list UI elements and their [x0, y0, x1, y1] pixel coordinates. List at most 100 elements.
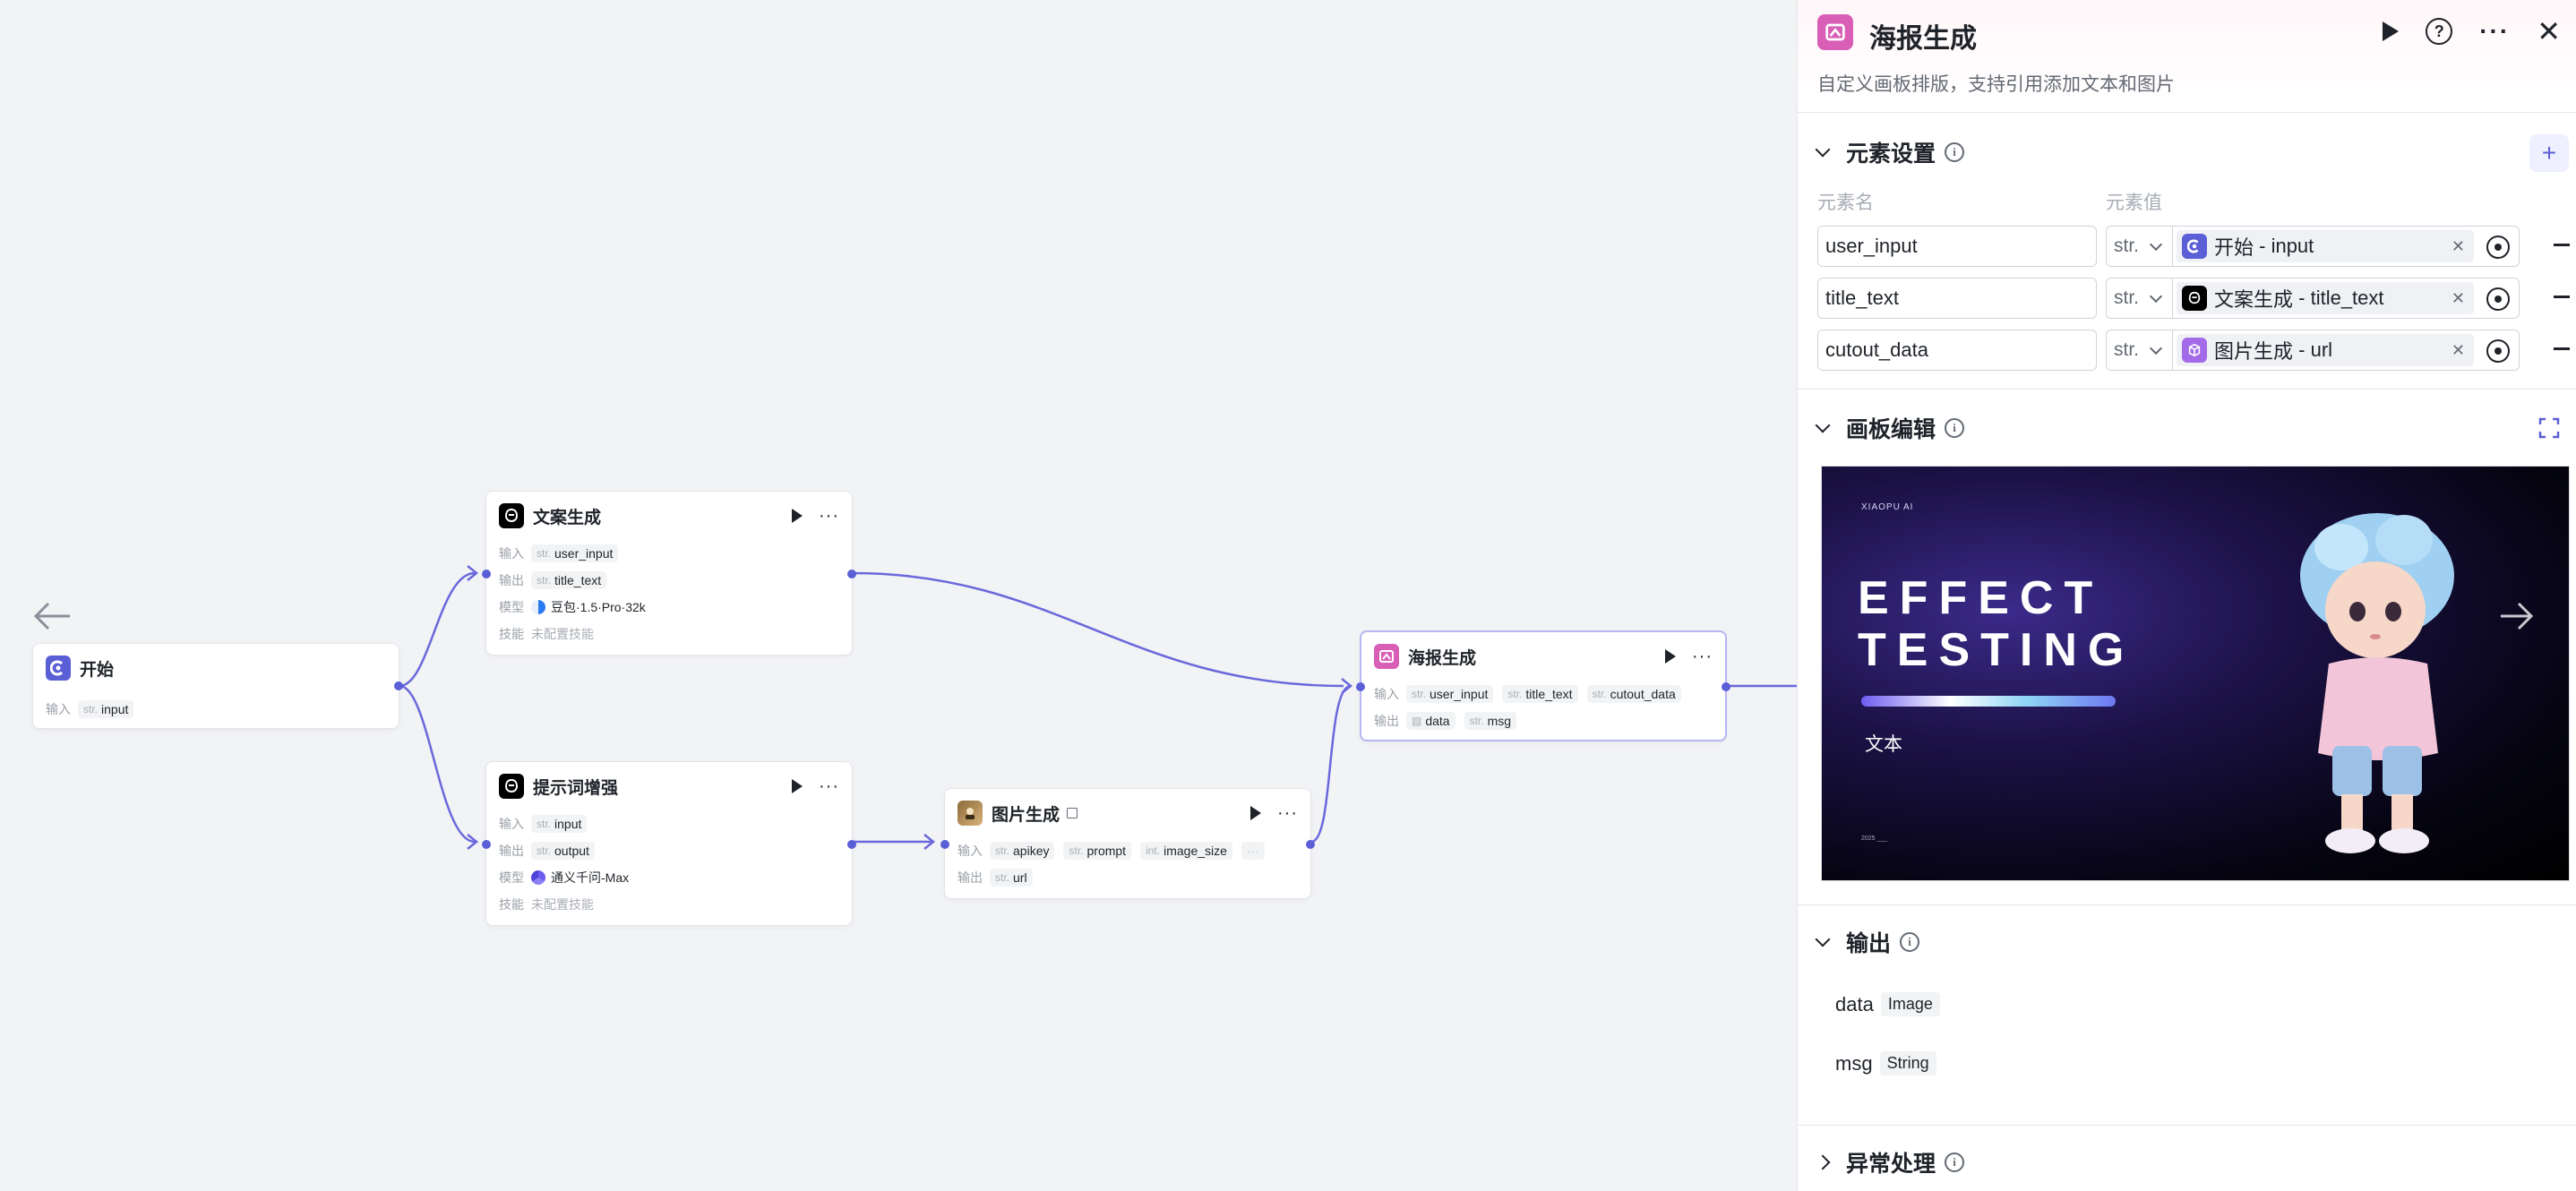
info-icon[interactable]: i [1900, 932, 1920, 952]
run-icon[interactable] [2383, 21, 2400, 41]
arrow-right-icon[interactable] [2499, 601, 2535, 631]
element-name-input[interactable]: title_text [1817, 278, 2097, 319]
output-section-header[interactable]: 输出 i [1815, 924, 1920, 960]
more-icon[interactable]: ··· [1277, 803, 1298, 823]
poster-text-element[interactable]: 文本 [1865, 734, 1902, 755]
chevron-down-icon[interactable] [1815, 417, 1831, 433]
poster-headline[interactable]: EFFECT TESTING [1858, 572, 2135, 676]
section-title: 画板编辑 [1846, 417, 1936, 442]
var-tag: ▨data [1406, 712, 1455, 730]
input-port[interactable] [482, 840, 491, 849]
type-select[interactable]: str. [2106, 226, 2172, 267]
row-label: 输出 [957, 870, 983, 885]
node-title: 海报生成 [1408, 648, 1477, 668]
remove-reference-icon[interactable]: ✕ [2451, 236, 2465, 255]
row-label: 技能 [499, 897, 524, 912]
reference-tag[interactable]: 开始 - input ✕ [2177, 230, 2474, 262]
output-port[interactable] [847, 570, 856, 578]
edge-copy-poster [852, 571, 1344, 688]
row-label: 模型 [499, 600, 524, 614]
output-port[interactable] [847, 840, 856, 849]
output-port[interactable] [1722, 682, 1730, 691]
output-name: data [1835, 992, 1874, 1015]
chevron-down-icon[interactable] [1815, 931, 1831, 947]
section-title: 输出 [1846, 931, 1892, 956]
var-tag: str.output [531, 842, 595, 860]
poster-brand[interactable]: XIAOPU AI [1861, 502, 1914, 512]
row-label: 技能 [499, 627, 524, 641]
run-icon[interactable] [792, 779, 803, 793]
poster-footer[interactable]: 2025 ___ [1861, 835, 1888, 842]
node-poster-generation[interactable]: 海报生成 ··· 输入 str.user_input str.title_tex… [1356, 630, 1730, 741]
more-icon[interactable]: ··· [2479, 17, 2511, 45]
back-arrow-icon[interactable] [32, 600, 72, 632]
remove-reference-icon[interactable]: ✕ [2451, 340, 2465, 359]
add-element-button[interactable]: + [2529, 134, 2569, 172]
panel-title[interactable]: 海报生成 [1869, 24, 1977, 54]
start-icon [46, 655, 71, 681]
arrow-head-image [923, 834, 936, 850]
remove-row-icon[interactable] [2554, 347, 2570, 350]
input-port[interactable] [482, 570, 491, 578]
reference-tag[interactable]: 图片生成 - url ✕ [2177, 334, 2474, 366]
output-port[interactable] [394, 681, 403, 690]
chevron-down-icon [2149, 289, 2163, 303]
chevron-down-icon[interactable] [1815, 141, 1831, 158]
remove-reference-icon[interactable]: ✕ [2451, 288, 2465, 307]
element-row: title_text str. 文案生成 - title_text ✕ [1817, 278, 2570, 319]
panel-header: 海报生成 自定义画板排版，支持引用添加文本和图片 ? ··· ✕ [1798, 0, 2576, 113]
node-image-generation[interactable]: 图片生成 ··· 输入 str.apikey str.prompt int.im… [940, 788, 1315, 899]
run-icon[interactable] [1665, 649, 1677, 664]
close-icon[interactable]: ✕ [2537, 15, 2561, 47]
remove-row-icon[interactable] [2554, 296, 2570, 298]
node-title: 图片生成 [992, 805, 1060, 825]
run-icon[interactable] [1250, 806, 1262, 820]
section-title: 元素设置 [1846, 141, 1936, 167]
chevron-right-icon[interactable] [1815, 1154, 1831, 1170]
type-select[interactable]: str. [2106, 278, 2172, 319]
more-icon[interactable]: ··· [819, 506, 839, 526]
panel-description[interactable]: 自定义画板排版，支持引用添加文本和图片 [1817, 74, 2175, 95]
edges-layer [399, 565, 1797, 850]
node-start[interactable]: 开始 输入 str.input [32, 643, 403, 729]
character-figure-image[interactable] [2270, 493, 2485, 870]
output-port[interactable] [1306, 840, 1315, 849]
edge-image-poster [1310, 684, 1352, 844]
poster-board-preview[interactable]: XIAOPU AI EFFECT TESTING 文本 2025 ___ [1821, 466, 2570, 881]
element-value-field[interactable]: 图片生成 - url ✕ [2172, 330, 2520, 371]
element-name-input[interactable]: cutout_data [1817, 330, 2097, 371]
more-icon[interactable]: ··· [819, 776, 839, 796]
error-section-header[interactable]: 异常处理 i [1815, 1144, 1965, 1180]
var-tag: int.image_size [1140, 842, 1232, 860]
remove-row-icon[interactable] [2554, 244, 2570, 246]
info-icon[interactable]: i [1945, 142, 1965, 162]
row-label: 输出 [1374, 714, 1399, 728]
reference-tag[interactable]: 文案生成 - title_text ✕ [2177, 282, 2474, 314]
variable-picker-icon[interactable] [2486, 287, 2510, 311]
element-value-field[interactable]: 文案生成 - title_text ✕ [2172, 278, 2520, 319]
run-icon[interactable] [792, 509, 803, 523]
poster-gradient-bar[interactable] [1861, 696, 2116, 707]
input-port[interactable] [940, 840, 949, 849]
type-select[interactable]: str. [2106, 330, 2172, 371]
element-value-field[interactable]: 开始 - input ✕ [2172, 226, 2520, 267]
fullscreen-icon[interactable] [2538, 417, 2560, 439]
variable-picker-icon[interactable] [2486, 236, 2510, 259]
row-label: 输出 [499, 844, 524, 858]
arrow-head-prompt [467, 834, 479, 850]
more-icon[interactable]: ··· [1692, 647, 1713, 666]
help-icon[interactable]: ? [2426, 18, 2453, 45]
info-icon[interactable]: i [1945, 418, 1965, 438]
var-tag: str.input [78, 700, 134, 718]
board-section-header[interactable]: 画板编辑 i [1815, 410, 1965, 446]
variable-picker-icon[interactable] [2486, 339, 2510, 363]
element-name-input[interactable]: user_input [1817, 226, 2097, 267]
info-icon[interactable]: i [1945, 1152, 1965, 1172]
elements-section-header[interactable]: 元素设置 i [1815, 134, 1965, 170]
input-port[interactable] [1356, 682, 1365, 691]
row-label: 输入 [1374, 687, 1399, 701]
node-title: 提示词增强 [533, 778, 619, 798]
